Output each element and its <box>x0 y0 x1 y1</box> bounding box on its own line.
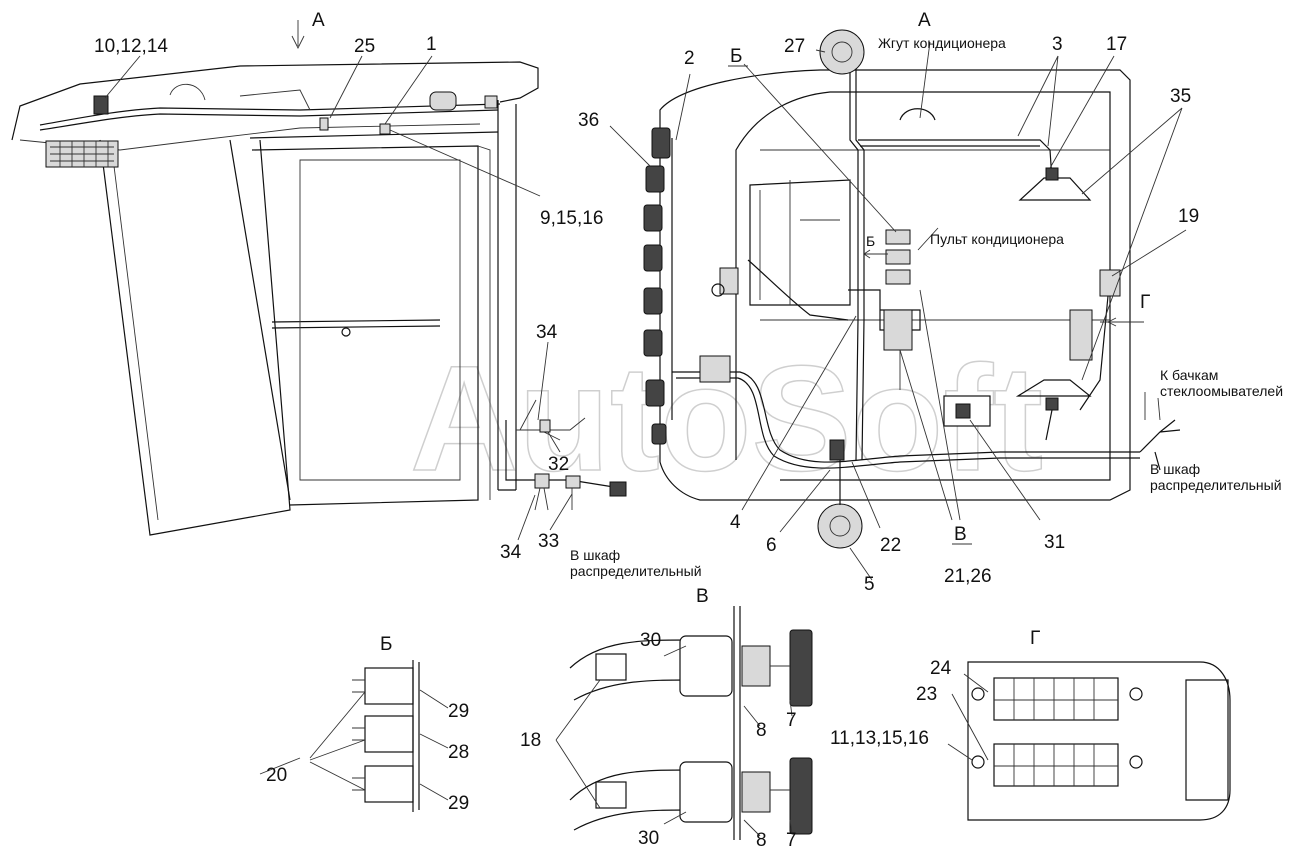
callout-25: 25 <box>354 36 375 57</box>
callout-24: 24 <box>930 658 952 679</box>
note-cabinet-left-1: В шкаф <box>570 547 620 563</box>
note-washer-tanks-2: стеклоомывателей <box>1160 383 1283 399</box>
beacon-lamp-icon-top <box>819 29 865 75</box>
callout-20: 20 <box>266 765 287 786</box>
callout-30-bottom: 30 <box>638 828 659 849</box>
view-b-connectors <box>309 660 420 812</box>
cab-side-view <box>11 61 627 536</box>
view-b-title: Б <box>380 634 392 655</box>
callout-36: 36 <box>578 110 599 131</box>
callout-3: 3 <box>1052 34 1063 55</box>
callout-22: 22 <box>880 535 901 556</box>
callout-29-top: 29 <box>448 701 469 722</box>
callout-8-top: 8 <box>756 720 767 741</box>
view-g-fuse-block <box>967 661 1231 821</box>
callout-34-top: 34 <box>536 322 558 343</box>
callout-32: 32 <box>548 454 569 475</box>
callout-6: 6 <box>766 535 777 556</box>
view-b-marker: Б <box>730 46 742 67</box>
view-g-title: Г <box>1030 628 1040 649</box>
callout-1: 1 <box>426 34 437 55</box>
callout-2: 2 <box>684 48 695 69</box>
callout-28: 28 <box>448 742 469 763</box>
note-cabinet-right-2: распределительный <box>1150 477 1282 493</box>
knob-top-icon <box>789 629 813 707</box>
view-b-marker-2: Б <box>866 233 875 249</box>
note-washer-tanks-1: К бачкам <box>1160 367 1218 383</box>
view-v-switches <box>569 606 813 840</box>
note-ac-panel: Пульт кондиционера <box>930 231 1064 247</box>
view-v-title: В <box>696 586 709 607</box>
callout-4: 4 <box>730 512 741 533</box>
note-cabinet-left-2: распределительный <box>570 563 702 579</box>
callout-19: 19 <box>1178 206 1199 227</box>
view-a-title: А <box>918 10 931 31</box>
note-cabinet-right-1: В шкаф <box>1150 461 1200 477</box>
callout-9-15-16: 9,15,16 <box>540 208 603 229</box>
plug-icon <box>609 481 627 497</box>
note-ac-harness: Жгут кондиционера <box>878 35 1006 51</box>
relay-box-icon <box>883 309 913 351</box>
view-g-marker: Г <box>1140 292 1150 313</box>
callout-18: 18 <box>520 730 541 751</box>
callout-30-top: 30 <box>640 630 661 651</box>
callout-31: 31 <box>1044 532 1065 553</box>
beacon-lamp-icon <box>817 503 863 549</box>
view-v-marker: В <box>954 524 967 545</box>
callout-21-26: 21,26 <box>944 566 992 587</box>
knob-bottom-icon <box>789 757 813 835</box>
callout-29-bottom: 29 <box>448 793 469 814</box>
leader-lines <box>104 20 1187 837</box>
callout-5: 5 <box>864 574 875 595</box>
callout-23: 23 <box>916 684 937 705</box>
callout-33: 33 <box>538 531 559 552</box>
lamp-bar-2 <box>643 127 673 445</box>
callout-10-12-14: 10,12,14 <box>94 36 168 57</box>
callout-35: 35 <box>1170 86 1191 107</box>
callout-34-bottom: 34 <box>500 542 522 563</box>
callout-7-top: 7 <box>786 710 797 731</box>
callout-27: 27 <box>784 36 805 57</box>
callout-7-bottom: 7 <box>786 830 797 851</box>
callout-8-bottom: 8 <box>756 830 767 851</box>
view-a-arrow-label: А <box>312 10 325 31</box>
callout-17: 17 <box>1106 34 1127 55</box>
callout-11-13-15-16: 11,13,15,16 <box>830 728 929 749</box>
